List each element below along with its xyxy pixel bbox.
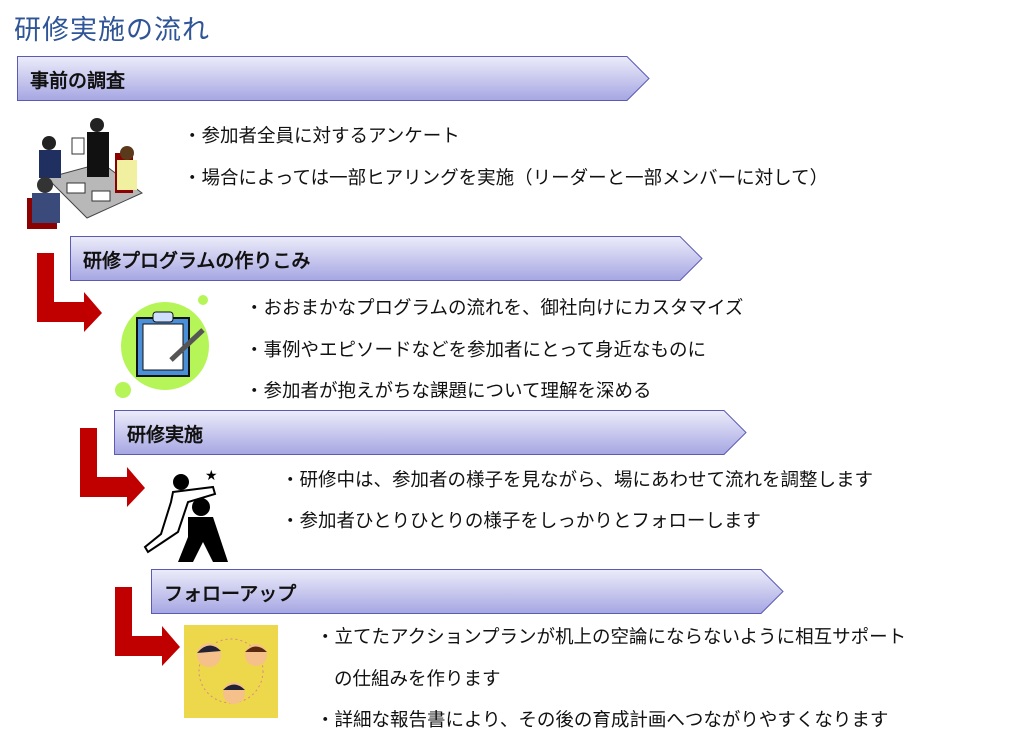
flow-arrow-icon <box>115 587 180 666</box>
step-label: 研修プログラムの作りこみ <box>83 250 311 272</box>
bullet-text: ・参加者全員に対するアンケート <box>183 126 460 147</box>
page-title: 研修実施の流れ <box>14 15 210 46</box>
step-banner-followup: フォローアップ <box>151 569 784 614</box>
bullet-text: の仕組みを作ります <box>334 669 501 690</box>
step-banner-survey: 事前の調査 <box>17 56 650 101</box>
bullet-text: ・事例やエピソードなどを参加者にとって身近なものに <box>245 340 707 361</box>
bullet-text: ・詳細な報告書により、その後の育成計画へつながりやすくなります <box>316 710 889 731</box>
flow-arrow-icon <box>80 428 145 507</box>
step-label: 事前の調査 <box>30 70 126 92</box>
step-banner-program: 研修プログラムの作りこみ <box>70 236 703 281</box>
step-label: 研修実施 <box>127 424 204 446</box>
flow-arrow-icon <box>37 253 102 332</box>
bullet-text: ・場合によっては一部ヒアリングを実施（リーダーと一部メンバーに対して） <box>183 168 829 189</box>
svg-text:★: ★ <box>205 468 218 484</box>
helping-people-illustration: ★ <box>143 468 228 562</box>
bullet-text: ・研修中は、参加者の様子を見ながら、場にあわせて流れを調整します <box>281 470 874 491</box>
bullet-text: ・立てたアクションプランが机上の空論にならないように相互サポート <box>316 627 907 648</box>
bullet-text: ・おおまかなプログラムの流れを、御社向けにカスタマイズ <box>245 298 744 319</box>
bullet-text: ・参加者ひとりひとりの様子をしっかりとフォローします <box>281 511 761 532</box>
step-banner-training: 研修実施 <box>114 410 747 455</box>
smiling-faces-illustration <box>184 625 278 718</box>
bullet-text: ・参加者が抱えがちな課題について理解を深める <box>245 381 652 402</box>
meeting-illustration <box>27 118 143 229</box>
step-label: フォローアップ <box>164 583 297 605</box>
clipboard-icon <box>115 295 209 398</box>
